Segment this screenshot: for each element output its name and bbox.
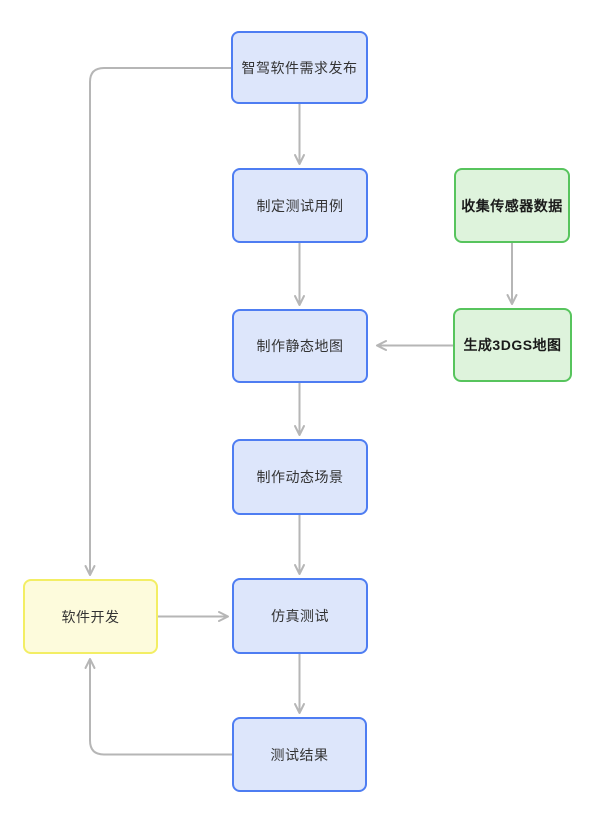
node-test-result: 测试结果 <box>232 717 367 792</box>
node-software-development-label: 软件开发 <box>61 608 120 625</box>
node-make-static-map-label: 制作静态地图 <box>256 338 344 354</box>
node-make-dynamic-scene: 制作动态场景 <box>232 439 368 515</box>
node-software-development: 软件开发 <box>23 579 158 654</box>
node-collect-sensor-data-label: 收集传感器数据 <box>461 197 563 214</box>
node-requirement-release: 智驾软件需求发布 <box>231 31 368 104</box>
node-make-test-cases-label: 制定测试用例 <box>256 197 344 214</box>
node-make-static-map: 制作静态地图 <box>232 309 368 383</box>
node-collect-sensor-data: 收集传感器数据 <box>454 168 570 243</box>
node-simulation-test-label: 仿真测试 <box>271 608 329 624</box>
node-simulation-test: 仿真测试 <box>232 578 368 654</box>
node-make-test-cases: 制定测试用例 <box>232 168 368 243</box>
node-test-result-label: 测试结果 <box>270 746 329 763</box>
node-generate-3dgs-map-label: 生成3DGS地图 <box>463 337 562 353</box>
node-generate-3dgs-map: 生成3DGS地图 <box>453 308 572 382</box>
node-requirement-release-label: 智驾软件需求发布 <box>241 59 358 76</box>
edge-req-to-dev <box>84 67 231 576</box>
edge-result-to-dev <box>84 658 232 756</box>
node-make-dynamic-scene-label: 制作动态场景 <box>256 469 344 485</box>
